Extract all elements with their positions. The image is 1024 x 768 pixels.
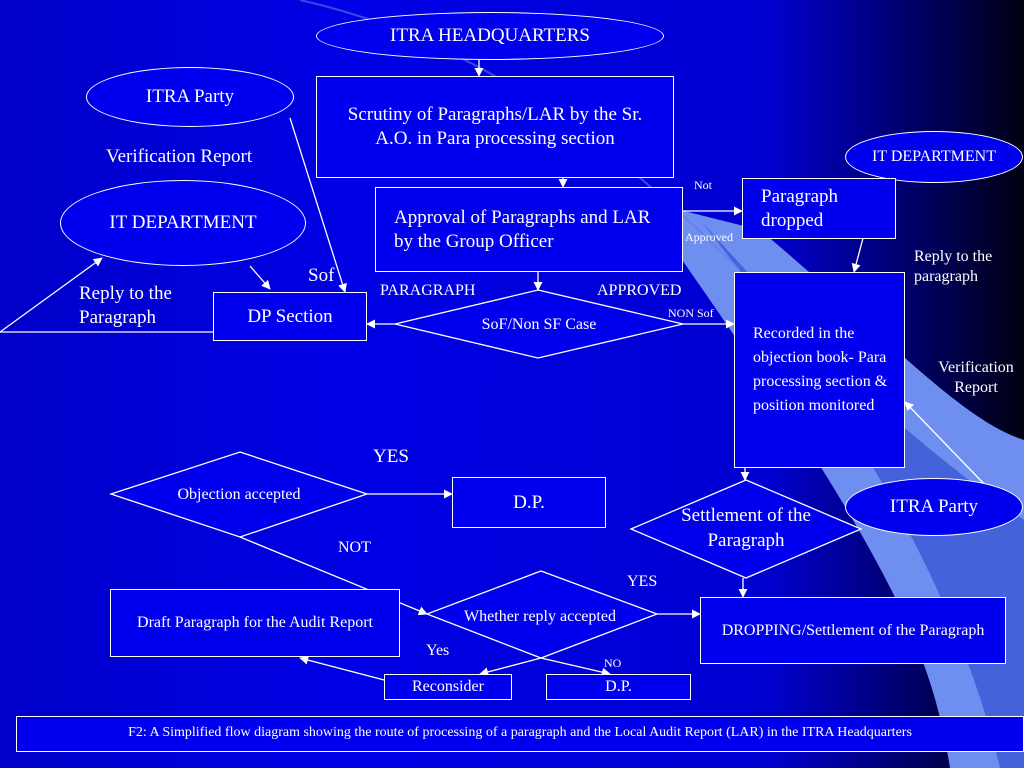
- verification-report-right-label: Verification Report: [938, 359, 1014, 396]
- objection-accepted-node: Objection accepted: [111, 482, 367, 508]
- paragraph-dropped-node: Paragraph dropped: [742, 178, 896, 239]
- draft-paragraph-node: Draft Paragraph for the Audit Report: [110, 589, 400, 657]
- scrutiny-label: Scrutiny of Paragraphs/LAR by the Sr. A.…: [347, 104, 643, 149]
- whether-reply-node: Whether reply accepted: [460, 594, 620, 640]
- dp-bottom-label: D.P.: [605, 678, 632, 695]
- dp-section-node: DP Section: [213, 292, 367, 341]
- yes-mid-label: YES: [627, 573, 658, 590]
- dp-top-node: D.P.: [452, 477, 606, 528]
- yes-lower-label: Yes: [426, 642, 450, 659]
- paragraph-label: PARAGRAPH: [380, 282, 476, 299]
- no-small-label: NO: [604, 656, 622, 670]
- figure-caption-text: F2: A Simplified flow diagram showing th…: [128, 725, 912, 740]
- itra-headquarters-node: ITRA HEADQUARTERS: [316, 12, 664, 60]
- recorded-label: Recorded in the objection book- Para pro…: [753, 325, 888, 414]
- scrutiny-node: Scrutiny of Paragraphs/LAR by the Sr. A.…: [316, 76, 674, 178]
- whether-reply-diamond-shape: [425, 570, 659, 659]
- approval-node: Approval of Paragraphs and LAR by the Gr…: [375, 187, 683, 272]
- not-small-label: Not: [694, 178, 712, 192]
- non-sof-label: NON Sof: [668, 306, 714, 320]
- approved-caps-label: APPROVED: [597, 282, 682, 299]
- approved-small-label: Approved: [685, 230, 733, 244]
- reply-to-paragraph-left-label: Reply to the Paragraph: [79, 283, 172, 328]
- reconsider-node: Reconsider: [384, 674, 512, 700]
- sof-label: Sof: [308, 265, 335, 286]
- not-caps-label: NOT: [338, 539, 371, 556]
- settlement-label: Settlement of the Paragraph: [681, 505, 811, 551]
- it-department-left-node: IT DEPARTMENT: [60, 180, 306, 266]
- it-department-right-node: IT DEPARTMENT: [845, 131, 1023, 183]
- sof-diamond-shape: [394, 289, 684, 359]
- sof-decision-node: SoF/Non SF Case: [395, 310, 683, 340]
- yes-top-label: YES: [373, 446, 409, 467]
- dropping-label: DROPPING/Settlement of the Paragraph: [721, 621, 985, 639]
- itra-headquarters-label: ITRA HEADQUARTERS: [390, 24, 590, 46]
- objection-diamond-shape: [108, 451, 370, 538]
- itra-party-right-label: ITRA Party: [889, 495, 979, 517]
- settlement-diamond-shape: [629, 479, 863, 579]
- reconsider-label: Reconsider: [412, 678, 484, 695]
- dp-top-label: D.P.: [513, 491, 545, 513]
- dropping-node: DROPPING/Settlement of the Paragraph: [700, 597, 1006, 664]
- dp-bottom-node: D.P.: [546, 674, 691, 700]
- dp-section-label: DP Section: [247, 305, 333, 327]
- approval-label: Approval of Paragraphs and LAR by the Gr…: [394, 206, 651, 252]
- settlement-node: Settlement of the Paragraph: [660, 502, 832, 556]
- it-department-left-label: IT DEPARTMENT: [109, 211, 257, 233]
- draft-paragraph-label: Draft Paragraph for the Audit Report: [137, 614, 373, 631]
- figure-caption: F2: A Simplified flow diagram showing th…: [16, 716, 1024, 752]
- whether-reply-label: Whether reply accepted: [464, 607, 616, 625]
- recorded-node: Recorded in the objection book- Para pro…: [734, 272, 905, 468]
- it-department-right-label: IT DEPARTMENT: [872, 148, 996, 166]
- paragraph-dropped-label: Paragraph dropped: [761, 185, 839, 231]
- sof-decision-label: SoF/Non SF Case: [481, 315, 597, 333]
- itra-party-top-node: ITRA Party: [86, 67, 294, 127]
- verification-report-left-label: Verification Report: [106, 146, 253, 167]
- itra-party-right-node: ITRA Party: [845, 478, 1023, 536]
- objection-accepted-label: Objection accepted: [177, 485, 301, 503]
- reply-to-paragraph-right-label: Reply to the paragraph: [914, 248, 993, 285]
- itra-party-top-label: ITRA Party: [145, 85, 235, 107]
